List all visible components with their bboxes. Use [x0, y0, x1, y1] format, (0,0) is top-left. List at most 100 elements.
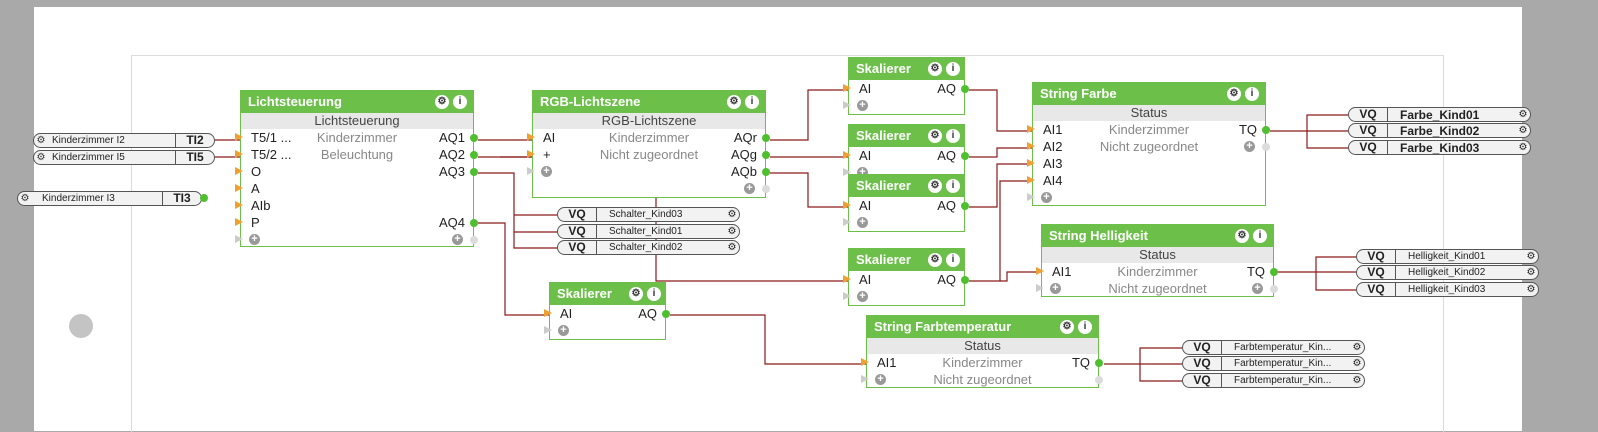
- block-header[interactable]: Skalierer ⚙ i: [550, 283, 665, 305]
- gear-icon[interactable]: ⚙: [1526, 267, 1536, 278]
- block-header[interactable]: String Farbtemperatur ⚙ i: [867, 316, 1098, 338]
- output-pin[interactable]: [762, 151, 770, 159]
- info-icon[interactable]: i: [946, 253, 960, 267]
- plus-icon[interactable]: +: [744, 183, 755, 194]
- gear-icon[interactable]: ⚙: [1518, 125, 1528, 136]
- gear-icon[interactable]: ⚙: [1526, 251, 1536, 262]
- output-pin[interactable]: [470, 219, 478, 227]
- plus-icon[interactable]: +: [452, 234, 463, 245]
- gear-icon[interactable]: ⚙: [20, 193, 30, 204]
- output-pin[interactable]: [1262, 126, 1270, 134]
- plus-icon[interactable]: +: [249, 234, 260, 245]
- output-pin[interactable]: [961, 202, 969, 210]
- block-header[interactable]: Skalierer ⚙ i: [849, 125, 964, 147]
- output-pin[interactable]: [470, 151, 478, 159]
- block-lichtsteuerung[interactable]: Lichtsteuerung ⚙ i Lichtsteuerung T5/1 .…: [235, 90, 478, 247]
- plus-icon[interactable]: +: [857, 217, 868, 228]
- info-icon[interactable]: i: [745, 95, 759, 109]
- gear-icon[interactable]: ⚙: [727, 95, 741, 109]
- input-tag-ti2[interactable]: ⚙ Kinderzimmer I2 TI2: [33, 133, 215, 148]
- gear-icon[interactable]: ⚙: [1235, 229, 1249, 243]
- info-icon[interactable]: i: [946, 129, 960, 143]
- info-icon[interactable]: i: [946, 179, 960, 193]
- output-pin[interactable]: [961, 152, 969, 160]
- gear-icon[interactable]: ⚙: [1518, 142, 1528, 153]
- gear-icon[interactable]: ⚙: [1352, 342, 1362, 353]
- gear-icon[interactable]: ⚙: [928, 62, 942, 76]
- info-icon[interactable]: i: [647, 287, 661, 301]
- plus-icon[interactable]: +: [1252, 283, 1263, 294]
- canvas-handle[interactable]: [69, 314, 93, 338]
- output-pin[interactable]: [961, 85, 969, 93]
- input-tag-ti5[interactable]: ⚙ Kinderzimmer I5 TI5: [33, 150, 215, 165]
- plus-icon[interactable]: +: [1050, 283, 1061, 294]
- block-header[interactable]: String Helligkeit ⚙ i: [1042, 225, 1273, 247]
- gear-icon[interactable]: ⚙: [1060, 320, 1074, 334]
- info-icon[interactable]: i: [1245, 87, 1259, 101]
- gear-icon[interactable]: ⚙: [928, 253, 942, 267]
- block-header[interactable]: Skalierer ⚙ i: [849, 58, 964, 80]
- gear-icon[interactable]: ⚙: [1518, 109, 1528, 120]
- gear-icon[interactable]: ⚙: [928, 129, 942, 143]
- gear-icon[interactable]: ⚙: [36, 135, 46, 146]
- output-pin[interactable]: [470, 134, 478, 142]
- gear-icon[interactable]: ⚙: [435, 95, 449, 109]
- gear-icon[interactable]: ⚙: [629, 287, 643, 301]
- block-header[interactable]: String Farbe ⚙ i: [1033, 83, 1265, 105]
- info-icon[interactable]: i: [453, 95, 467, 109]
- block-header[interactable]: RGB-Lichtszene ⚙ i: [533, 91, 765, 113]
- gear-icon[interactable]: ⚙: [1227, 87, 1241, 101]
- plus-icon[interactable]: +: [1244, 141, 1255, 152]
- input-tag-ti3[interactable]: ⚙ Kinderzimmer I3 TI3: [17, 191, 202, 206]
- output-pin[interactable]: [762, 134, 770, 142]
- plus-icon[interactable]: +: [541, 166, 552, 177]
- block-header[interactable]: Skalierer ⚙ i: [849, 249, 964, 271]
- plus-icon[interactable]: +: [857, 100, 868, 111]
- info-icon[interactable]: i: [1253, 229, 1267, 243]
- plus-icon[interactable]: +: [558, 325, 569, 336]
- info-icon[interactable]: i: [1078, 320, 1092, 334]
- block-header[interactable]: Skalierer ⚙ i: [849, 175, 964, 197]
- gear-icon[interactable]: ⚙: [727, 242, 737, 253]
- output-pin[interactable]: [1095, 359, 1103, 367]
- output-pin[interactable]: [762, 168, 770, 176]
- block-header[interactable]: Lichtsteuerung ⚙ i: [241, 91, 473, 113]
- gear-icon[interactable]: ⚙: [1352, 358, 1362, 369]
- output-pin[interactable]: [470, 168, 478, 176]
- gear-icon[interactable]: ⚙: [928, 179, 942, 193]
- output-pin[interactable]: [200, 194, 208, 202]
- output-pin[interactable]: [1270, 268, 1278, 276]
- plus-icon[interactable]: +: [857, 291, 868, 302]
- gear-icon[interactable]: ⚙: [727, 209, 737, 220]
- plus-icon[interactable]: +: [857, 167, 868, 178]
- gear-icon[interactable]: ⚙: [36, 152, 46, 163]
- info-icon[interactable]: i: [946, 62, 960, 76]
- output-pin[interactable]: [961, 276, 969, 284]
- gear-icon[interactable]: ⚙: [1526, 284, 1536, 295]
- plus-icon[interactable]: +: [1041, 192, 1052, 203]
- plus-icon[interactable]: +: [875, 374, 886, 385]
- output-pin[interactable]: [662, 310, 670, 318]
- gear-icon[interactable]: ⚙: [1352, 375, 1362, 386]
- gear-icon[interactable]: ⚙: [727, 226, 737, 237]
